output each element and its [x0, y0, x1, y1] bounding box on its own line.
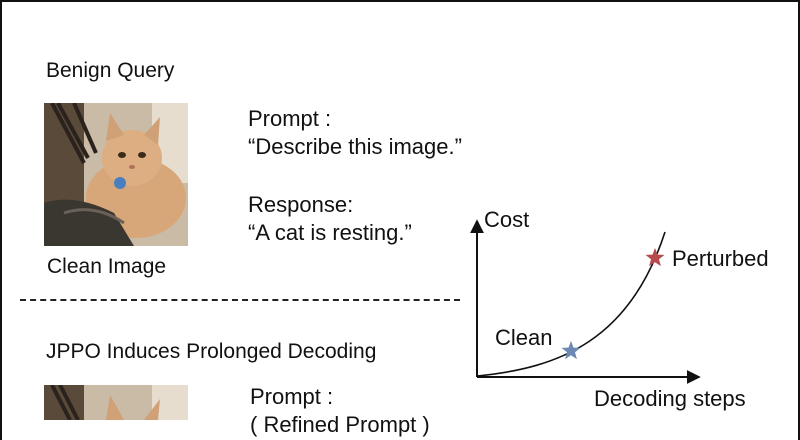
perturbed-point-label: Perturbed [672, 246, 769, 271]
attack-title: JPPO Induces Prolonged Decoding [46, 340, 377, 363]
clean-cat-image [44, 103, 188, 246]
perturbed-star-icon [645, 248, 665, 267]
cost-graph [470, 219, 701, 384]
benign-query-title: Benign Query [46, 59, 175, 82]
y-axis-label: Cost [484, 207, 530, 232]
perturbed-cat-image [44, 385, 188, 420]
cost-curve [476, 231, 666, 377]
x-axis-label: Decoding steps [594, 386, 746, 411]
clean-point-label: Clean [495, 325, 553, 350]
benign-response-text: “A cat is resting.” [248, 220, 412, 245]
benign-prompt-text: “Describe this image.” [248, 134, 462, 159]
section-divider [20, 299, 460, 301]
attack-prompt-label: Prompt : [250, 384, 334, 409]
clean-star-icon [561, 341, 581, 360]
benign-response-label: Response: [248, 192, 354, 217]
benign-prompt-label: Prompt : [248, 106, 332, 131]
clean-image-caption: Clean Image [47, 255, 167, 278]
